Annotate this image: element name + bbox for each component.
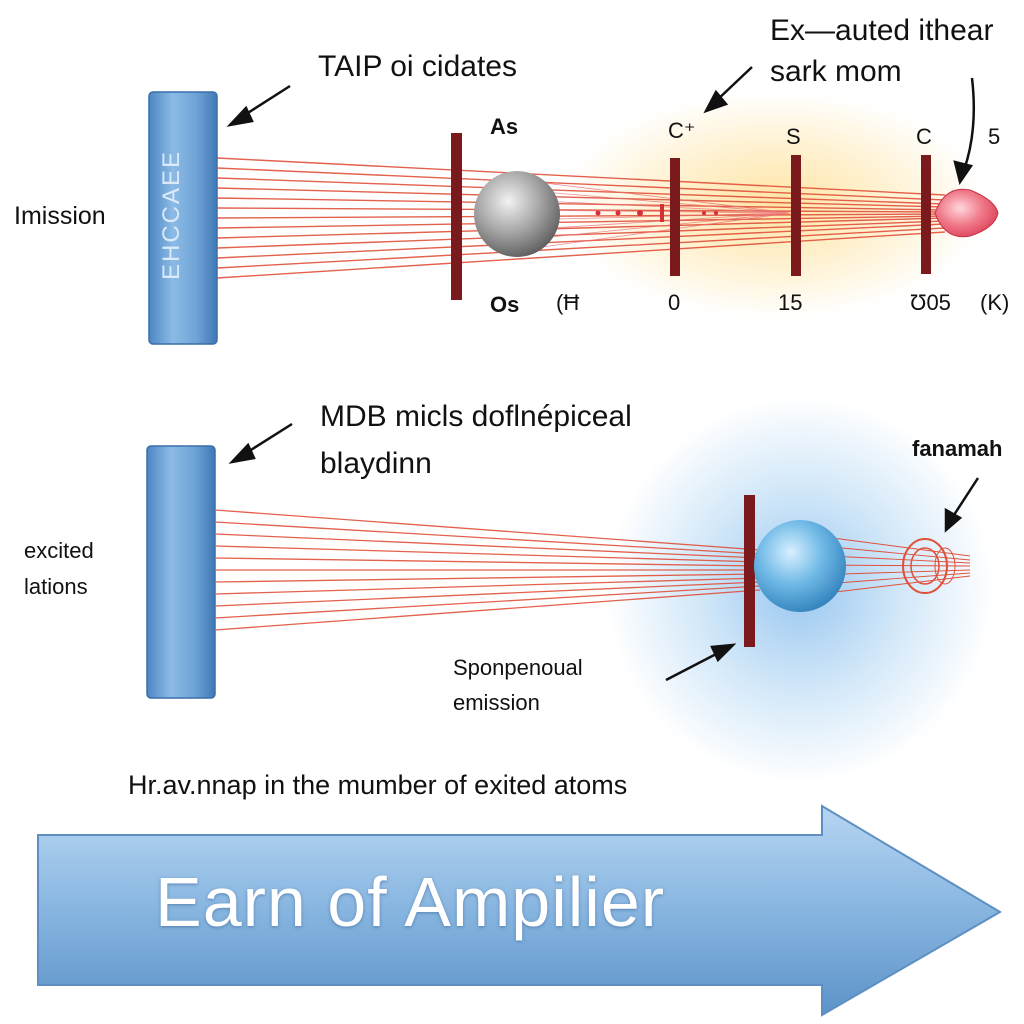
top-left-label: Imission — [14, 202, 106, 230]
top-fan — [519, 179, 791, 251]
bottom-rod — [146, 445, 216, 699]
bottom-callout-2: blaydinn — [320, 447, 432, 480]
marker-bottom-5: Ʊ05 — [910, 290, 951, 315]
bottom-right-label: fanamah — [912, 436, 1003, 461]
rod-label: EHCCAEE — [158, 149, 185, 280]
grey-atom — [474, 171, 560, 257]
bottom-plate — [744, 495, 755, 647]
amplifier-arrow-banner — [37, 804, 1002, 1017]
marker-top-5: 5 — [988, 124, 1001, 149]
top-plate-1 — [451, 133, 462, 300]
bottom-arrows — [228, 422, 980, 682]
marker-top-3: S — [786, 124, 801, 149]
top-right-callout-1: Ex—auted ithear — [770, 14, 994, 47]
marker-top-4: C — [916, 124, 932, 149]
marker-bottom-3: 0 — [668, 290, 681, 315]
top-callout: TAIP oi cidates — [318, 50, 517, 83]
bottom-callout-1: MDB micls doflnépiceal — [320, 400, 632, 433]
pink-output-pulse — [934, 188, 999, 238]
marker-top-2: C⁺ — [668, 118, 696, 143]
top-plate-3 — [791, 155, 801, 276]
marker-top-1: As — [490, 114, 519, 139]
bottom-left-label-2: lations — [24, 574, 88, 599]
blue-atom — [754, 520, 846, 612]
footer-caption: Hr.av.nnap in the mumber of exited atoms — [128, 770, 628, 800]
top-beam — [216, 157, 946, 279]
bottom-left-label-1: excited — [24, 538, 94, 563]
marker-bottom-2: (Ħ — [556, 290, 580, 315]
emission-label-2: emission — [453, 690, 540, 715]
marker-bottom-4: 15 — [778, 290, 803, 315]
emission-label-1: Sponpenoual — [453, 655, 583, 680]
marker-bottom-6: (K) — [980, 290, 1010, 315]
banner-text: Earn of Ampilier — [155, 863, 666, 941]
top-plate-4 — [921, 155, 931, 274]
top-right-callout-2: sark mom — [770, 55, 902, 88]
marker-bottom-1: Os — [490, 292, 520, 317]
top-arrows — [226, 66, 976, 185]
top-plate-2 — [670, 158, 680, 276]
bottom-beam — [214, 509, 761, 631]
